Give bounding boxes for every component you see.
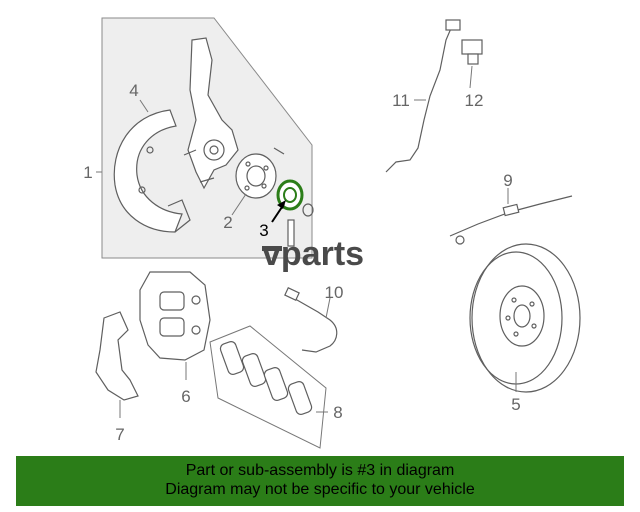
banner-line-1: Part or sub-assembly is #3 in diagram: [185, 462, 455, 479]
abs-sensor-wire-part[interactable]: [385, 19, 461, 173]
callout-10: 10: [325, 283, 344, 302]
callout-11: 11: [392, 91, 410, 110]
abs-sensor-part[interactable]: [287, 219, 295, 247]
wheel-hub-part[interactable]: [235, 153, 277, 199]
banner-line-2: Diagram may not be specific to your vehi…: [165, 481, 475, 498]
hub-bolt-part[interactable]: [273, 147, 285, 155]
caliper-bracket-part[interactable]: [95, 311, 139, 401]
callout-1: 1: [83, 163, 92, 182]
pad-wear-sensor-part[interactable]: [284, 287, 338, 353]
callout-5: 5: [511, 395, 520, 414]
callout-4: 4: [129, 81, 138, 100]
callout-12: 12: [465, 91, 484, 110]
leader-lines: [96, 65, 517, 418]
splash-shield-part[interactable]: [113, 109, 191, 233]
callout-9: 9: [503, 171, 512, 190]
callout-7: 7: [115, 425, 124, 444]
snap-ring-part[interactable]: [302, 203, 314, 217]
callout-6: 6: [181, 387, 190, 406]
vparts-logo: vparts: [262, 235, 364, 273]
brake-pads-part[interactable]: [209, 325, 327, 449]
brake-caliper-part[interactable]: [139, 271, 211, 361]
vparts-logo-text: vparts: [262, 235, 364, 273]
callout-3: 3: [259, 221, 268, 240]
brake-hose-part[interactable]: [449, 195, 573, 245]
callout-2: 2: [223, 213, 232, 232]
info-banner: Part or sub-assembly is #3 in diagram Di…: [16, 456, 624, 506]
brake-rotor-part[interactable]: [469, 243, 581, 393]
connector-part[interactable]: [461, 39, 483, 65]
arrow-to-part-3: [271, 200, 286, 223]
callout-8: 8: [333, 403, 342, 422]
steering-knuckle-part[interactable]: [183, 37, 239, 190]
